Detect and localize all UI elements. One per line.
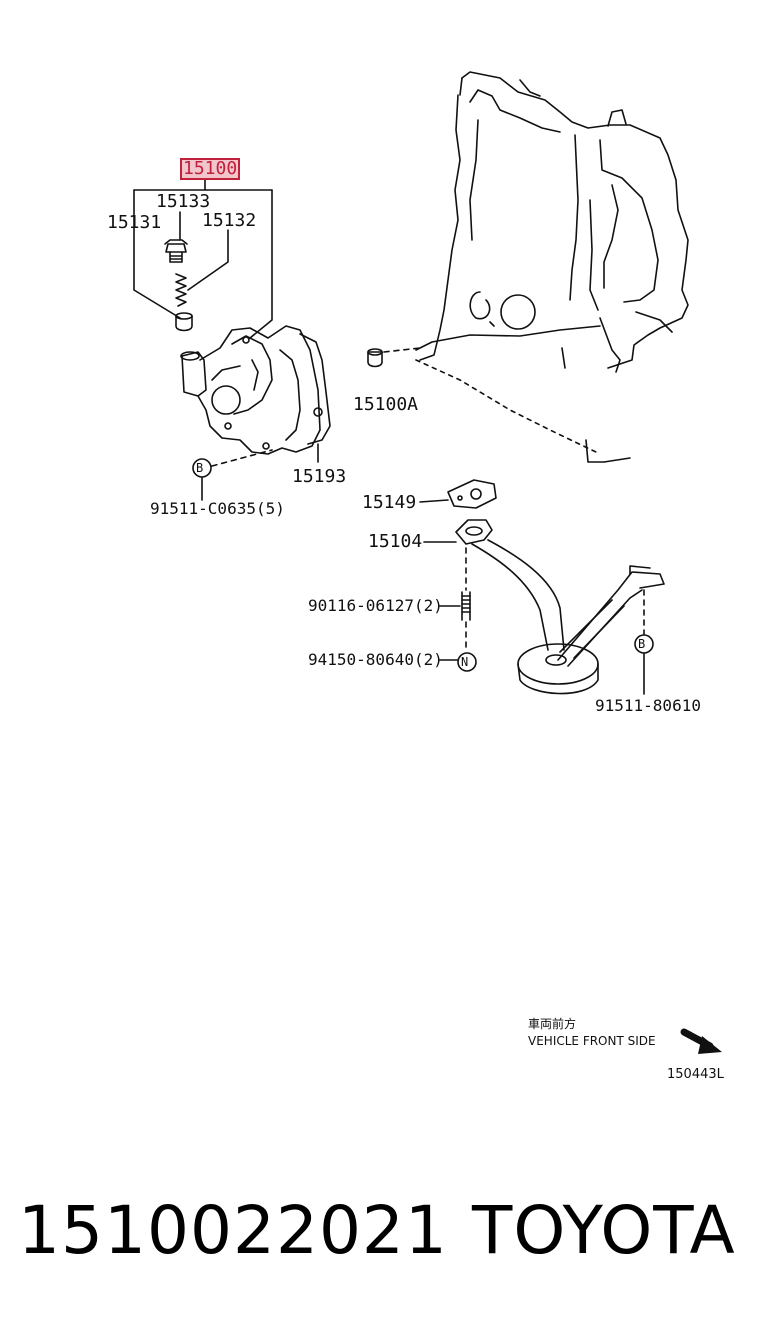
- callout-valve-plug[interactable]: 15133: [156, 191, 211, 212]
- engine-block-drawing: [415, 71, 689, 463]
- plug-drawing: [367, 348, 383, 368]
- stud-drawing: [461, 591, 471, 621]
- callout-assembly[interactable]: 15100: [180, 158, 241, 180]
- bolt-symbol-ring-2: [634, 634, 654, 654]
- valve-plug-drawing: [164, 239, 188, 263]
- leader-strainer-gasket: [419, 499, 449, 503]
- nut-symbol-n: N: [461, 655, 469, 669]
- relief-valve-drawing: [175, 312, 193, 332]
- callout-spring[interactable]: 15132: [202, 210, 257, 231]
- leader-plug-a: [383, 347, 421, 353]
- callout-strainer-gasket[interactable]: 15149: [362, 492, 417, 513]
- callout-nut[interactable]: 94150-80640(2): [308, 650, 443, 669]
- callout-plug-a[interactable]: 15100A: [353, 394, 419, 415]
- bolt-symbol-b1: B: [196, 461, 204, 475]
- callout-bracket-bolt[interactable]: 91511-80610: [595, 696, 701, 715]
- strainer-gasket-drawing: [447, 479, 497, 509]
- direction-label-jp: 車両前方: [528, 1017, 577, 1031]
- oil-pump-drawing: [180, 325, 331, 455]
- callout-strainer[interactable]: 15104: [368, 531, 423, 552]
- brand-name: TOYOTA: [472, 1192, 736, 1269]
- spring-drawing: [175, 273, 187, 307]
- leader-pump-bolt: [211, 449, 273, 467]
- callout-valve[interactable]: 15131: [107, 212, 162, 233]
- figure-code: 150443L: [667, 1067, 724, 1082]
- callout-stud[interactable]: 90116-06127(2): [308, 596, 443, 615]
- bolt-symbol-b2: B: [638, 637, 646, 651]
- nut-symbol-ring: [457, 652, 477, 672]
- callout-pump-bolt[interactable]: 91511-C0635(5): [150, 499, 285, 518]
- direction-label-en: VEHICLE FRONT SIDE: [528, 1034, 656, 1048]
- oil-strainer-drawing: [455, 519, 665, 695]
- front-direction-arrow-icon: [680, 1028, 722, 1054]
- bolt-symbol-ring-1: [192, 458, 212, 478]
- callout-gasket-pump[interactable]: 15193: [292, 466, 347, 487]
- part-number: 1510022021: [18, 1192, 448, 1269]
